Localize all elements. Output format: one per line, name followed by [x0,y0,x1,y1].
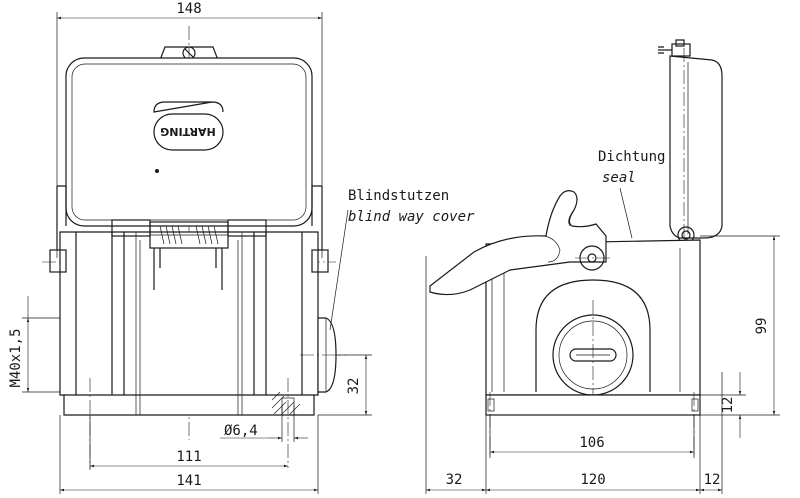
dim-hole: Ø6,4 [224,423,258,439]
dim-148: 148 [176,1,201,17]
dim-99: 99 [754,318,770,335]
blind-way-leader [329,209,349,331]
side-view: 106 32 120 12 99 12 [425,39,780,494]
front-view: 148 HARTING [8,1,372,494]
label-seal: seal [602,170,636,186]
dim-106: 106 [579,435,604,451]
harting-logo: HARTING [153,101,224,173]
dim-12-bottom: 12 [704,472,721,488]
dim-111: 111 [176,449,201,465]
dim-32-left: 32 [346,378,362,395]
dim-32-bottom: 32 [446,472,463,488]
svg-text:HARTING: HARTING [160,125,216,138]
label-dichtung: Dichtung [598,149,665,165]
dim-120: 120 [580,472,605,488]
dim-141: 141 [176,473,201,489]
label-blind-way-cover: blind way cover [348,209,475,225]
label-blindstutzen: Blindstutzen [348,188,449,204]
dim-12-right: 12 [720,397,736,414]
dim-m40: M40x1,5 [8,328,24,387]
seal-leader [619,187,633,239]
